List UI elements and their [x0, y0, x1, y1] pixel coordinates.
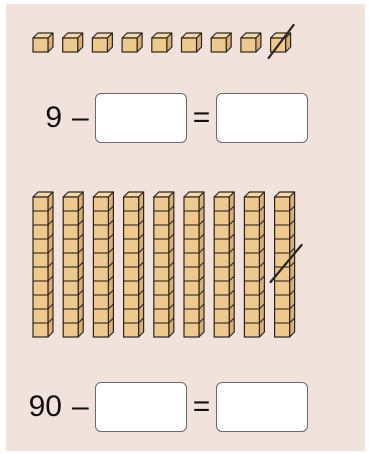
equals-sign: = — [193, 390, 211, 424]
unit-cube — [152, 33, 172, 52]
answer-box-subtrahend[interactable] — [95, 382, 187, 432]
unit-cube — [63, 33, 83, 52]
equals-sign: = — [193, 101, 211, 135]
unit-cube — [122, 33, 142, 52]
ten-rod — [244, 192, 264, 337]
unit-cube — [241, 33, 261, 52]
ten-rod — [214, 192, 234, 337]
ten-rod — [154, 192, 174, 337]
answer-box-difference[interactable] — [216, 93, 308, 143]
unit-cube — [92, 33, 112, 52]
ten-rod — [184, 192, 204, 337]
ten-rod — [33, 192, 53, 337]
answer-box-subtrahend[interactable] — [95, 93, 187, 143]
unit-cube — [33, 33, 53, 52]
minus-sign: – — [72, 101, 89, 135]
minus-sign: – — [72, 390, 89, 424]
equation-row-tens: 90 – = — [0, 382, 308, 432]
answer-box-difference[interactable] — [216, 382, 308, 432]
equation-row-units: 9 – = — [0, 93, 308, 143]
ten-rod — [124, 192, 144, 337]
unit-cube — [182, 33, 202, 52]
ten-rod — [93, 192, 113, 337]
equation-minuend: 90 — [0, 390, 66, 424]
equation-minuend: 9 — [0, 101, 66, 135]
ten-rod — [63, 192, 83, 337]
unit-cube — [211, 33, 231, 52]
